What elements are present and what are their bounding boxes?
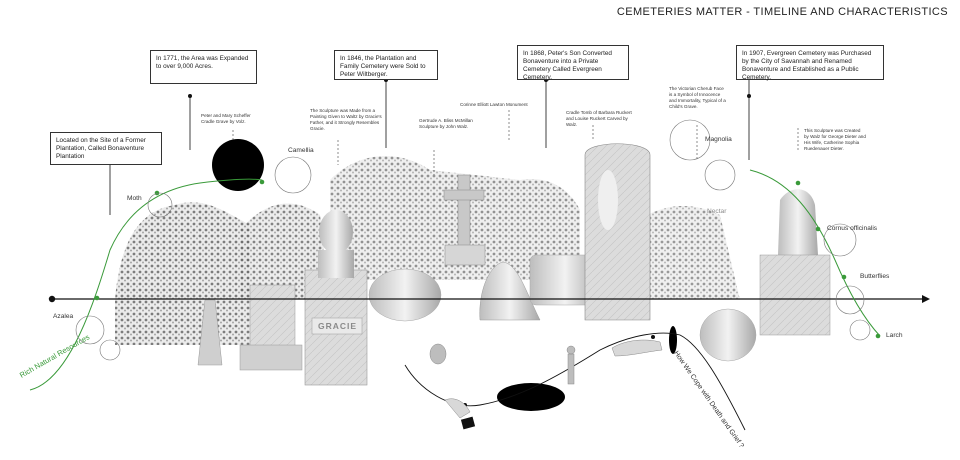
caption-mcmillan: Gertrude A. Bliss McMillan Sculpture by … [419, 118, 473, 129]
page-title: CEMETERIES MATTER - TIMELINE AND CHARACT… [616, 6, 948, 18]
label-butterflies: Butterflies [860, 273, 890, 280]
timeline-box-1846: In 1846, the Plantation and Family Cemet… [334, 50, 438, 80]
caption-lawton: Corinne Elliott Lawton Monument [460, 102, 528, 107]
timeline-box-1771: In 1771, the Area was Expanded to over 9… [150, 50, 257, 84]
timeline-axis [48, 295, 930, 303]
caption-gracie: The Sculpture was Made from a Painting G… [310, 108, 382, 131]
caption-dieter: This Sculpture was Created by Walz for G… [804, 128, 866, 151]
label-cornus: Cornus officinalis [827, 225, 878, 232]
leader-lines [109, 80, 750, 215]
gracie-plaque [311, 317, 363, 335]
caption-ruckert: Cradle Tomb of Barbara Ruckert and Louis… [566, 110, 632, 127]
timeline-box-plantation: Located on the Site of a Former Plantati… [50, 132, 162, 165]
black-ellipse-bottom [497, 383, 565, 411]
caption-scheffer: Peter and Mary Scheffer Cradle Grave by … [201, 113, 251, 124]
sculptures-group [197, 143, 831, 386]
leader-dots [188, 78, 751, 98]
black-square [460, 416, 476, 430]
resources-curve-right [749, 169, 881, 337]
caption-cherub: The Victorian Cherub Face is a Symbol of… [669, 86, 726, 109]
black-disk-top [212, 139, 264, 191]
timeline-box-1868: In 1868, Peter's Son Converted Bonaventu… [517, 45, 629, 81]
label-moth: Moth [127, 195, 142, 202]
resources-curve [29, 178, 263, 391]
timeline-box-1907: In 1907, Evergreen Cemetery was Purchase… [736, 45, 884, 81]
label-camellia: Camellia [288, 147, 314, 154]
gracie-monument-text: GRACIE [318, 321, 358, 331]
hands-figures [429, 339, 663, 419]
label-nectar: Nectar [707, 208, 727, 215]
black-slit [669, 326, 677, 354]
label-larch: Larch [886, 332, 903, 339]
label-magnolia: Magnolia [705, 136, 732, 143]
flower-sketches [75, 119, 871, 361]
label-azalea: Azalea [53, 313, 74, 320]
